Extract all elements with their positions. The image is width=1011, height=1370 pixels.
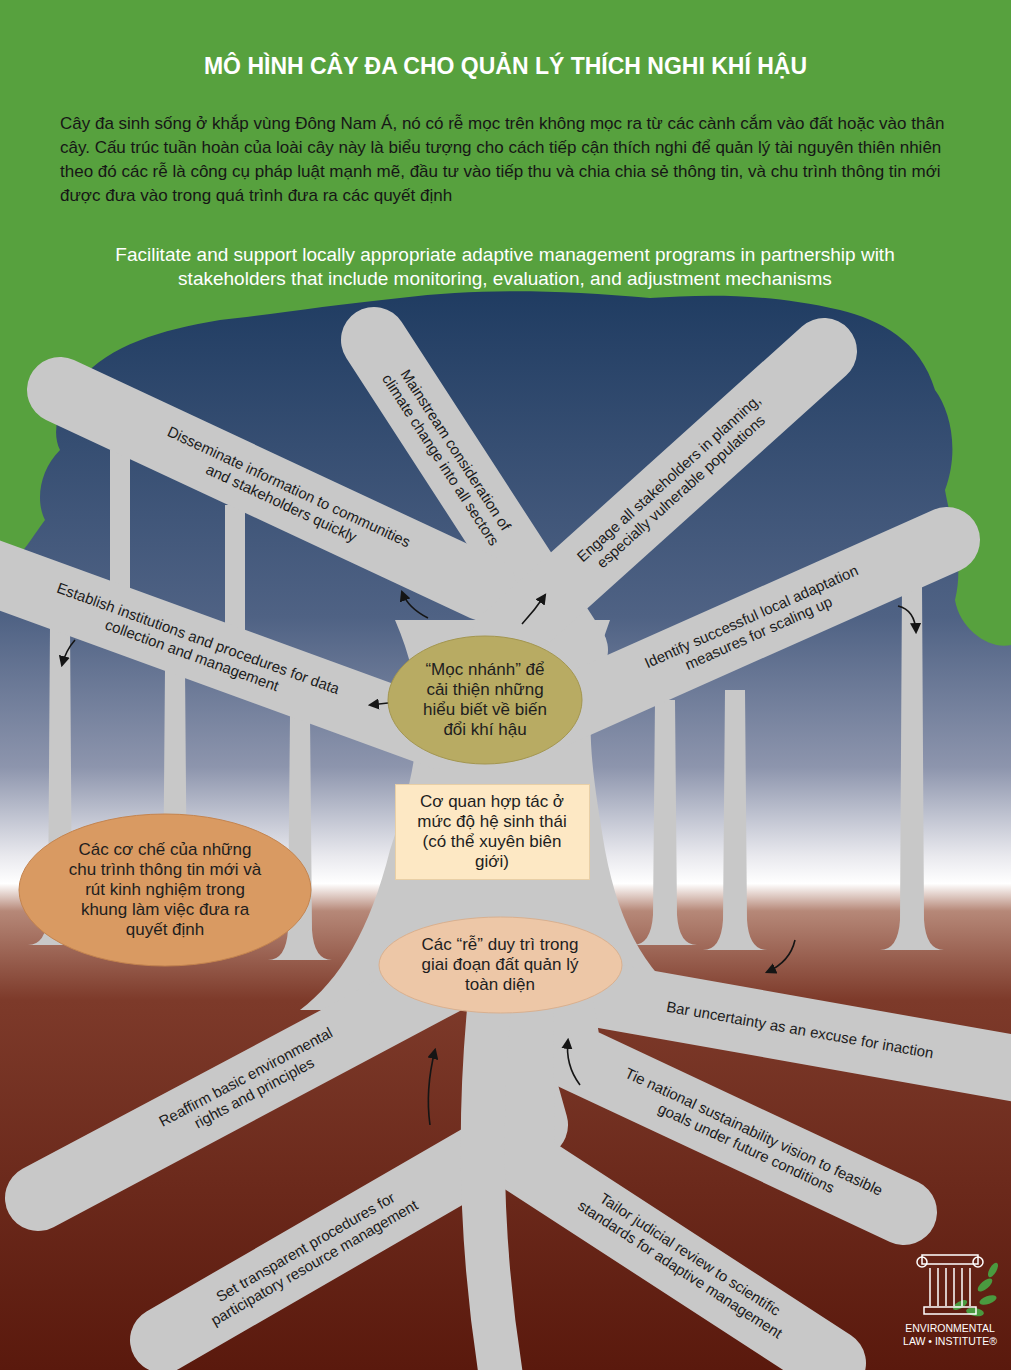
node-text: Cơ quan hợp tác ở mức độ hệ sinh thái (c… (405, 792, 580, 872)
root (520, 1000, 833, 1363)
node-text: Các “rễ” duy trì trong giai đoạn đất quả… (418, 935, 583, 995)
ellipse-shape (388, 636, 582, 764)
aerial-root (110, 450, 130, 595)
column-capital (922, 1255, 978, 1264)
arrow (428, 1050, 435, 1125)
arrows (62, 592, 916, 1125)
arrow (898, 606, 916, 632)
branch (554, 540, 947, 715)
arrow (62, 640, 75, 665)
process-box: Cơ quan hợp tác ở mức độ hệ sinh thái (c… (395, 784, 590, 880)
intro-text: Cây đa sinh sống ở khắp vùng Đông Nam Á,… (60, 112, 960, 208)
logo-column (917, 1255, 983, 1314)
aerial-root (880, 585, 944, 950)
ellipse-shape (19, 814, 311, 966)
column-shaft (930, 1268, 970, 1306)
column-volute (917, 1257, 927, 1267)
aerial-root (703, 690, 767, 950)
arrow (402, 592, 428, 618)
arrow (568, 1040, 581, 1085)
logo-text: ENVIRONMENTAL LAW • INSTITUTE® (893, 1322, 1007, 1347)
node-text-group: Các “rễ” duy trì trong giai đoạn đất quả… (418, 935, 583, 995)
leaf (978, 1293, 998, 1307)
leaf (986, 1261, 1000, 1278)
title: MÔ HÌNH CÂY ĐA CHO QUẢN LÝ THÍCH NGHI KH… (0, 52, 1011, 80)
oval-node: Các “rễ” duy trì trong giai đoạn đất quả… (378, 916, 623, 1014)
logo-icon (917, 1255, 1000, 1318)
node-text-group: Cơ quan hợp tác ở mức độ hệ sinh thái (c… (405, 792, 580, 872)
leaf (965, 1306, 984, 1317)
oval-node: Các cơ chế của những chu trình thông tin… (18, 813, 312, 967)
root (483, 1000, 505, 1370)
node-text-group: Các cơ chế của những chu trình thông tin… (65, 840, 265, 940)
node-text-group: “Mọc nhánh” để cải thiện những hiểu biết… (420, 660, 550, 740)
arrow (522, 595, 545, 624)
branch (0, 572, 440, 736)
root (38, 982, 444, 1198)
aerial-root (633, 700, 697, 945)
column-volute (973, 1257, 983, 1267)
arrow (767, 940, 795, 972)
oval-node: “Mọc nhánh” để cải thiện những hiểu biết… (387, 635, 583, 765)
leaf (976, 1276, 995, 1294)
node-text: Các cơ chế của những chu trình thông tin… (65, 840, 265, 940)
aerial-root (225, 505, 245, 630)
column-base (924, 1307, 976, 1314)
node-text: “Mọc nhánh” để cải thiện những hiểu biết… (420, 660, 550, 740)
ellipse-shape (379, 917, 622, 1013)
canopy-text: Facilitate and support locally appropria… (60, 243, 950, 291)
